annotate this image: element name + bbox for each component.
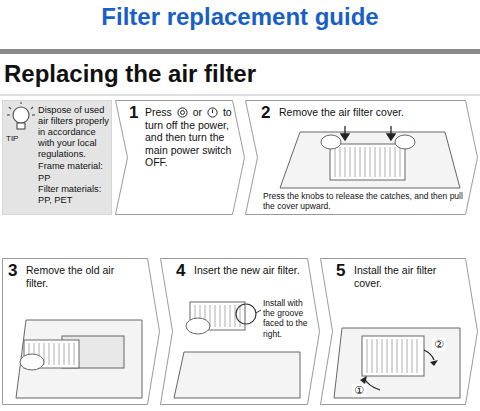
step-text: Insert the new air filter. — [194, 264, 304, 277]
text-column: Press the knobs to release the catches, … — [263, 191, 463, 211]
step-number: 4 — [176, 261, 190, 281]
text-column: Install the air filter cover. — [354, 264, 462, 289]
step-box: 1Press or to turn off the power, and the… — [115, 100, 245, 215]
tip-box: TIPDispose of used air filters properly … — [2, 100, 112, 215]
text-column: Dispose of used air filters properly in … — [38, 105, 110, 206]
step-box: 3Remove the old air filter. — [2, 258, 160, 405]
text-column: TIP — [6, 134, 36, 144]
callout-number: ① — [352, 384, 366, 397]
step-text: Press — [145, 106, 172, 118]
step-text: or — [193, 106, 202, 118]
section-heading: Replacing the air filter — [4, 60, 404, 89]
text-column: Remove the old air filter. — [26, 264, 138, 289]
text-column: 4 — [176, 261, 190, 281]
step-text: Remove the old air filter. — [26, 264, 138, 289]
step-text: Dispose of used air filters properly in … — [38, 105, 110, 160]
step-box: 5Install the air filter cover. — [320, 258, 478, 405]
step-number: 1 — [129, 103, 143, 123]
text-column: 3 — [8, 261, 22, 281]
page-title: Filter replacement guide — [0, 3, 480, 31]
illustration — [160, 258, 320, 405]
step-text: Frame material: PP — [38, 161, 110, 183]
step-text: Install the air filter cover. — [354, 264, 462, 289]
heading-bar — [0, 49, 480, 54]
heading-rule — [0, 95, 480, 96]
power-button-icon — [207, 107, 218, 118]
callout-number: ② — [432, 338, 446, 351]
text-column: Remove the air filter cover. — [279, 106, 459, 119]
text-column: Insert the new air filter. — [194, 264, 304, 277]
step-number: 2 — [261, 103, 275, 123]
callout-note: Install with the groove faced to the rig… — [263, 298, 313, 339]
tip-label: TIP — [6, 134, 36, 144]
step-box: 4 Insert the new air filter. — [160, 258, 320, 405]
step-box: 2 Remove the air filter cover. Press the k… — [245, 100, 478, 215]
text-column: 5 — [336, 261, 350, 281]
step-text: Filter materials: PP, PET — [38, 184, 110, 206]
illustration — [320, 258, 478, 405]
illustration — [2, 258, 160, 405]
text-column: 2 — [261, 103, 275, 123]
power-button-icon — [177, 107, 188, 118]
step-text: Remove the air filter cover. — [279, 106, 459, 119]
step-number: 5 — [336, 261, 350, 281]
text-column: 1 — [129, 103, 143, 123]
step-number: 3 — [8, 261, 22, 281]
text-column: Press or to turn off the power, and then… — [145, 106, 233, 169]
step-text: Press the knobs to release the catches, … — [263, 191, 463, 211]
